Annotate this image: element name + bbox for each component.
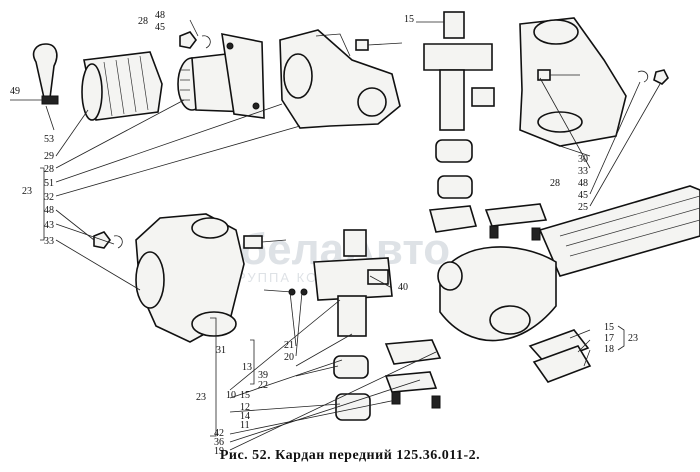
bearing-caps-right xyxy=(528,329,592,383)
label-48: 48 xyxy=(155,10,165,21)
label-23: 23 xyxy=(628,333,638,344)
label-42: 42 xyxy=(214,428,224,439)
label-48: 48 xyxy=(578,178,588,189)
label-43: 43 xyxy=(44,220,54,231)
clamp-part xyxy=(10,43,59,105)
label-36: 36 xyxy=(214,437,224,448)
bolt-lower-left xyxy=(243,235,287,249)
label-23: 23 xyxy=(22,186,32,197)
label-39: 39 xyxy=(258,370,268,381)
cross-lower xyxy=(263,229,442,421)
label-28: 28 xyxy=(138,16,148,27)
label-40: 40 xyxy=(398,282,408,293)
label-29: 29 xyxy=(44,151,54,162)
label-28: 28 xyxy=(550,178,560,189)
label-22: 22 xyxy=(258,380,268,391)
label-21: 21 xyxy=(284,340,294,351)
label-33: 33 xyxy=(44,236,54,247)
label-48: 48 xyxy=(44,205,54,216)
label-15: 15 xyxy=(240,390,250,401)
cross-top xyxy=(423,11,495,233)
label-19: 19 xyxy=(214,446,224,457)
label-11: 11 xyxy=(240,420,250,431)
label-13: 13 xyxy=(242,362,252,373)
nuts-small xyxy=(179,31,211,49)
rubber-boot-part xyxy=(81,51,163,121)
part-number-labels: 28 48 45 49 53 29 28 51 32 23 48 43 33 1… xyxy=(10,10,638,457)
label-49: 49 xyxy=(10,86,20,97)
nuts-left xyxy=(93,231,123,249)
label-18: 18 xyxy=(604,344,614,355)
label-31: 31 xyxy=(216,345,226,356)
figure-caption: Рис. 52. Кардан передний 125.36.011-2. xyxy=(219,448,481,463)
label-14: 14 xyxy=(240,411,250,422)
label-51: 51 xyxy=(44,178,54,189)
label-25: 25 xyxy=(578,202,588,213)
label-15: 15 xyxy=(404,14,414,25)
yoke-lower-left xyxy=(135,213,245,343)
label-12: 12 xyxy=(240,402,250,413)
label-32: 32 xyxy=(44,192,54,203)
label-45: 45 xyxy=(578,190,588,201)
label-30: 30 xyxy=(578,154,588,165)
label-28: 28 xyxy=(44,164,54,175)
label-33: 33 xyxy=(578,166,588,177)
lock-plate-right xyxy=(484,203,548,241)
label-20: 20 xyxy=(284,352,294,363)
leader-lines xyxy=(40,19,661,451)
yoke-top-right xyxy=(519,17,669,147)
label-17: 17 xyxy=(604,333,614,344)
splined-shaft xyxy=(437,185,700,342)
yoke-housing-top xyxy=(279,29,401,129)
label-10: 10 xyxy=(226,390,236,401)
label-45: 45 xyxy=(155,22,165,33)
label-23: 23 xyxy=(196,392,206,403)
label-53: 53 xyxy=(44,134,54,145)
flanged-sleeve-part xyxy=(177,32,265,119)
label-15: 15 xyxy=(604,322,614,333)
bolt-top xyxy=(355,39,403,51)
